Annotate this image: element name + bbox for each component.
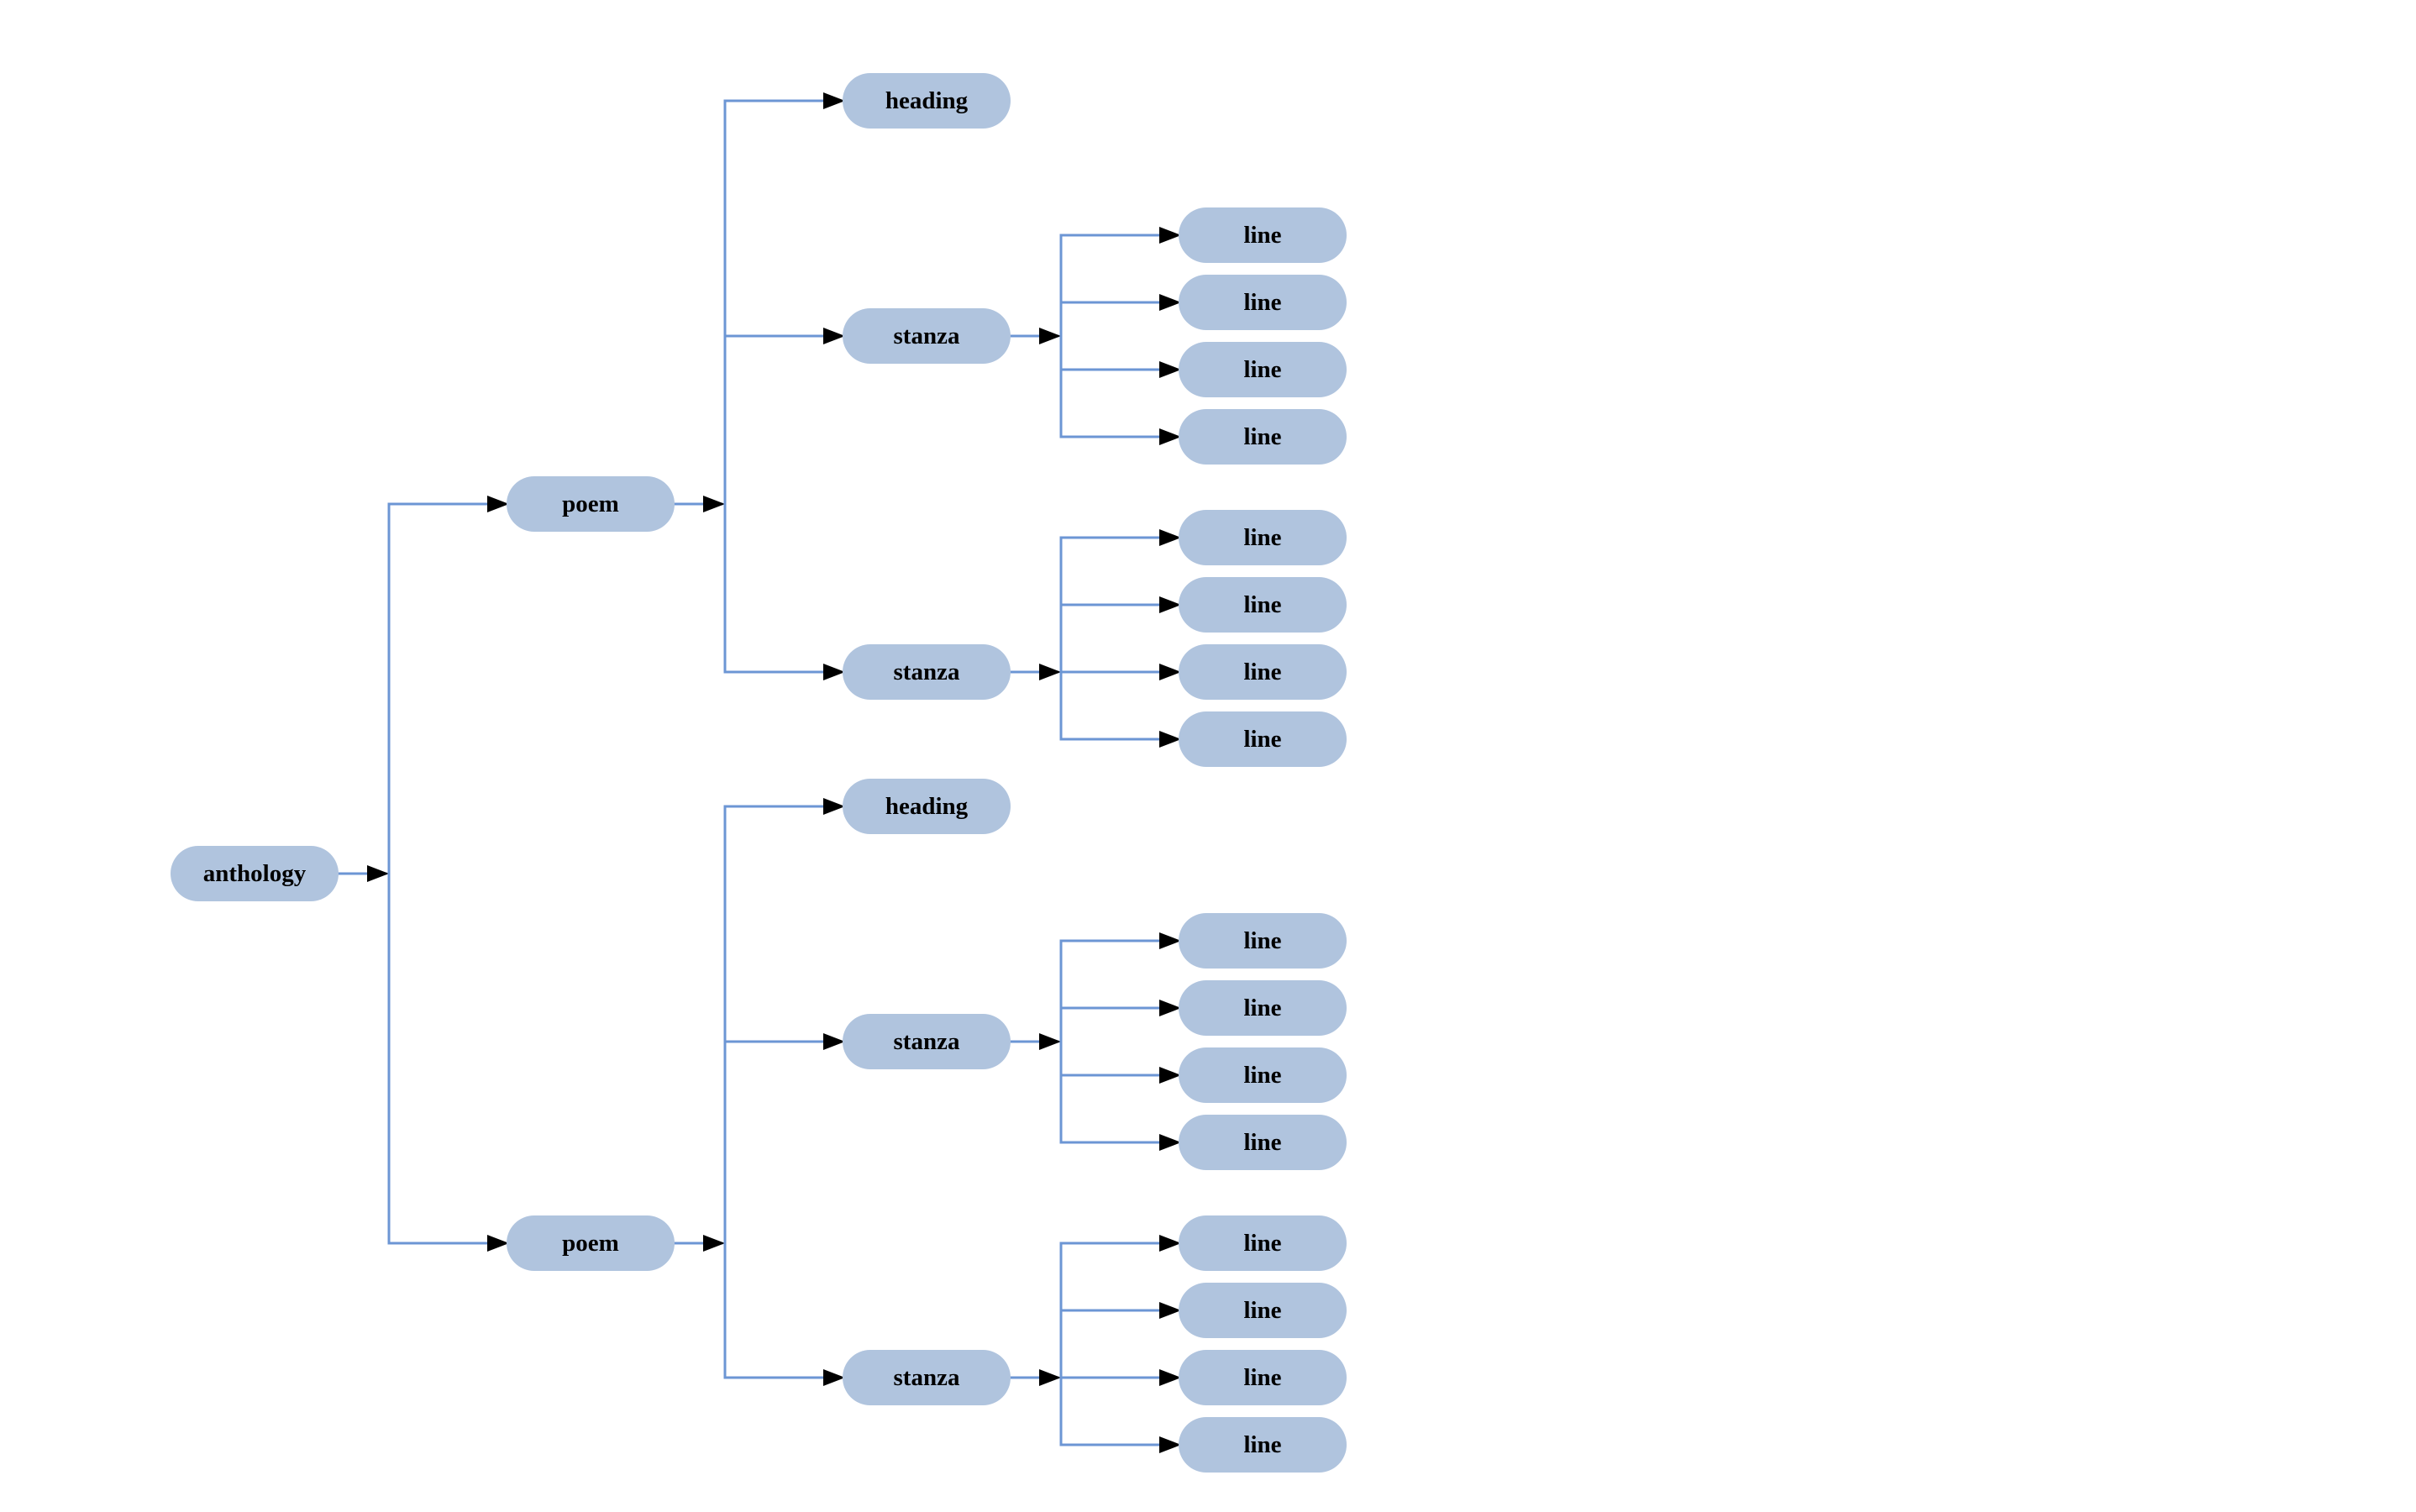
node-poem-1: poem [507,476,675,532]
node-line-1-2: line [1179,275,1347,330]
node-heading-1: heading [843,73,1011,129]
node-poem-2: poem [507,1215,675,1271]
node-line-1-1: line [1179,207,1347,263]
node-line-2-1: line [1179,510,1347,565]
node-heading-2: heading [843,779,1011,834]
arrowhead-icon [703,496,725,512]
node-line-3-1: line [1179,913,1347,969]
node-anthology: anthology [171,846,339,901]
node-stanza-4: stanza [843,1350,1011,1405]
arrowhead-icon [703,1235,725,1252]
arrowhead-icon [1039,328,1061,344]
node-line-4-2: line [1179,1283,1347,1338]
node-stanza-1: stanza [843,308,1011,364]
node-line-4-3: line [1179,1350,1347,1405]
arrowhead-icon [1039,664,1061,680]
node-stanza-2: stanza [843,644,1011,700]
node-line-2-4: line [1179,711,1347,767]
arrowhead-icon [1039,1369,1061,1386]
node-line-4-4: line [1179,1417,1347,1473]
node-line-2-2: line [1179,577,1347,633]
node-line-1-3: line [1179,342,1347,397]
node-line-2-3: line [1179,644,1347,700]
node-line-4-1: line [1179,1215,1347,1271]
node-line-1-4: line [1179,409,1347,465]
arrowhead-icon [367,865,389,882]
node-line-3-2: line [1179,980,1347,1036]
arrowhead-icon [1039,1033,1061,1050]
node-line-3-3: line [1179,1047,1347,1103]
node-line-3-4: line [1179,1115,1347,1170]
node-stanza-3: stanza [843,1014,1011,1069]
